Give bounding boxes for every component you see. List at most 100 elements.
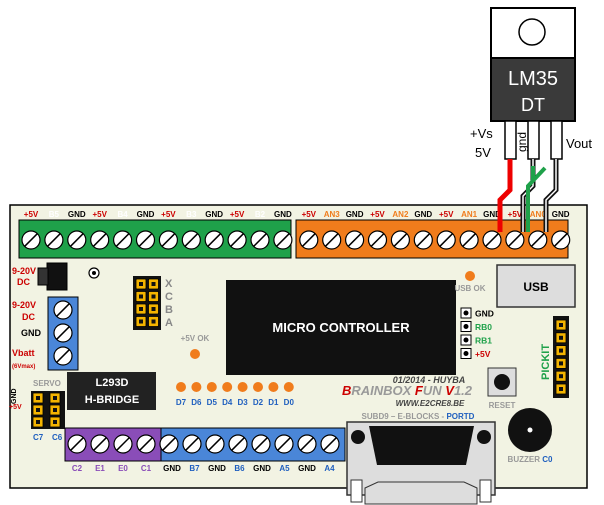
top-terminal-screw [227, 230, 247, 250]
purple-terminal-label: C1 [141, 464, 152, 473]
orange-terminal-label: AN3 [324, 210, 341, 219]
top-terminal-screw [67, 230, 87, 250]
bottom-terminal-screw [297, 434, 317, 454]
led [237, 382, 248, 392]
svg-text:DC: DC [17, 277, 30, 287]
led [268, 382, 279, 392]
pin-5v-label: 5V [475, 145, 491, 160]
power-label-gnd: GND [21, 328, 42, 338]
dc-label: 9-20V [12, 266, 36, 276]
micro-controller [226, 280, 456, 375]
purple-terminal-label: E0 [118, 464, 128, 473]
led-label: D3 [237, 398, 248, 407]
top-terminal-screw [158, 230, 178, 250]
side-pin-label: GND [475, 309, 494, 319]
green-terminal-label: GND [205, 210, 223, 219]
orange-terminal-label: +5V [508, 210, 523, 219]
blue-terminal-label: A5 [279, 464, 290, 473]
mcu-label: MICRO CONTROLLER [272, 320, 410, 335]
top-terminal-screw [90, 230, 110, 250]
orange-terminal-label: +5V [370, 210, 385, 219]
top-terminal-screw [273, 230, 293, 250]
led-label: D7 [176, 398, 187, 407]
green-terminal-label: GND [137, 210, 155, 219]
hbridge-line2: H-BRIDGE [85, 394, 139, 406]
bottom-terminal-screw [205, 434, 225, 454]
power-label-vbatt: Vbatt [12, 348, 35, 358]
green-terminal-label: B2 [255, 210, 266, 219]
xcba-header: X C B A [133, 276, 173, 330]
green-terminal-label: GND [274, 210, 292, 219]
orange-terminal-label: AN1 [461, 210, 478, 219]
plus5v-ok-led [190, 349, 200, 359]
top-terminal-screw [181, 230, 201, 250]
sensor-name-line1: LM35 [508, 68, 558, 90]
led-label: D5 [207, 398, 218, 407]
bottom-terminal-screw [274, 434, 294, 454]
top-terminal-screw [21, 230, 41, 250]
sensor-name-line2: DT [521, 95, 545, 115]
green-terminal-label: B3 [186, 210, 197, 219]
orange-terminal-label: +5V [439, 210, 454, 219]
blue-terminal-label: GND [163, 464, 181, 473]
orange-terminal-label: +5V [302, 210, 317, 219]
blue-terminal-label: GND [208, 464, 226, 473]
pin-gnd-label: gnd [515, 132, 529, 152]
led-label: D2 [253, 398, 264, 407]
buzzer-label: BUZZER C0 [508, 455, 553, 464]
power-terminal-screw [53, 323, 73, 343]
top-terminal-screw [390, 230, 410, 250]
servo-c6: C6 [52, 433, 63, 442]
svg-text:C: C [165, 291, 173, 303]
top-terminal-screw [250, 230, 270, 250]
sensor-wires [497, 159, 559, 232]
reset-label: RESET [489, 401, 516, 410]
orange-terminal-label: AN2 [392, 210, 409, 219]
brand-url: WWW.E2CRE8.BE [396, 399, 465, 408]
svg-text:X: X [165, 278, 173, 290]
led [283, 382, 294, 392]
led [191, 382, 202, 392]
dc-jack [46, 262, 68, 291]
brand-name: BRAINBOX FUN V1.2 [342, 383, 473, 398]
led [176, 382, 186, 392]
led-label: D4 [222, 398, 233, 407]
power-label-1: 9-20V [12, 300, 36, 310]
top-terminal-screw [299, 230, 319, 250]
green-terminal-label: +5V [230, 210, 245, 219]
orange-terminal-label: GND [346, 210, 364, 219]
power-terminal-screw [53, 346, 73, 366]
orange-terminal-label: GND [552, 210, 570, 219]
servo-label: SERVO [33, 379, 61, 388]
green-terminal-label: +5V [24, 210, 39, 219]
bottom-terminal-screw [159, 434, 179, 454]
top-terminal-screw [459, 230, 479, 250]
green-terminal-label: +5V [92, 210, 107, 219]
top-terminal-screw [345, 230, 365, 250]
led-label: D6 [191, 398, 202, 407]
top-terminal-screw [204, 230, 224, 250]
servo-gnd: GND [11, 388, 18, 404]
green-terminal-label: GND [68, 210, 86, 219]
top-terminal-screw [505, 230, 525, 250]
led [222, 382, 233, 392]
bottom-terminal-screw [90, 434, 110, 454]
servo-5v: +5V [9, 404, 22, 411]
side-pin-label: +5V [475, 349, 491, 359]
power-label-6vmax: (6Vmax) [12, 364, 35, 370]
top-terminal-screw [436, 230, 456, 250]
side-pin-label: RB0 [475, 322, 492, 332]
pickit-label: PICKIT [540, 344, 552, 380]
green-terminal-label: B4 [117, 210, 128, 219]
led [253, 382, 263, 392]
hbridge-line1: L293D [95, 377, 128, 389]
led-label: D1 [268, 398, 279, 407]
usb-ok-led [465, 271, 475, 281]
servo-c7: C7 [33, 433, 44, 442]
orange-terminal-label: GND [414, 210, 432, 219]
bottom-terminal-screw [320, 434, 340, 454]
blue-terminal-label: A4 [324, 464, 335, 473]
svg-text:B: B [165, 304, 173, 316]
bottom-terminal-screw [113, 434, 133, 454]
blue-terminal-label: B7 [189, 464, 200, 473]
